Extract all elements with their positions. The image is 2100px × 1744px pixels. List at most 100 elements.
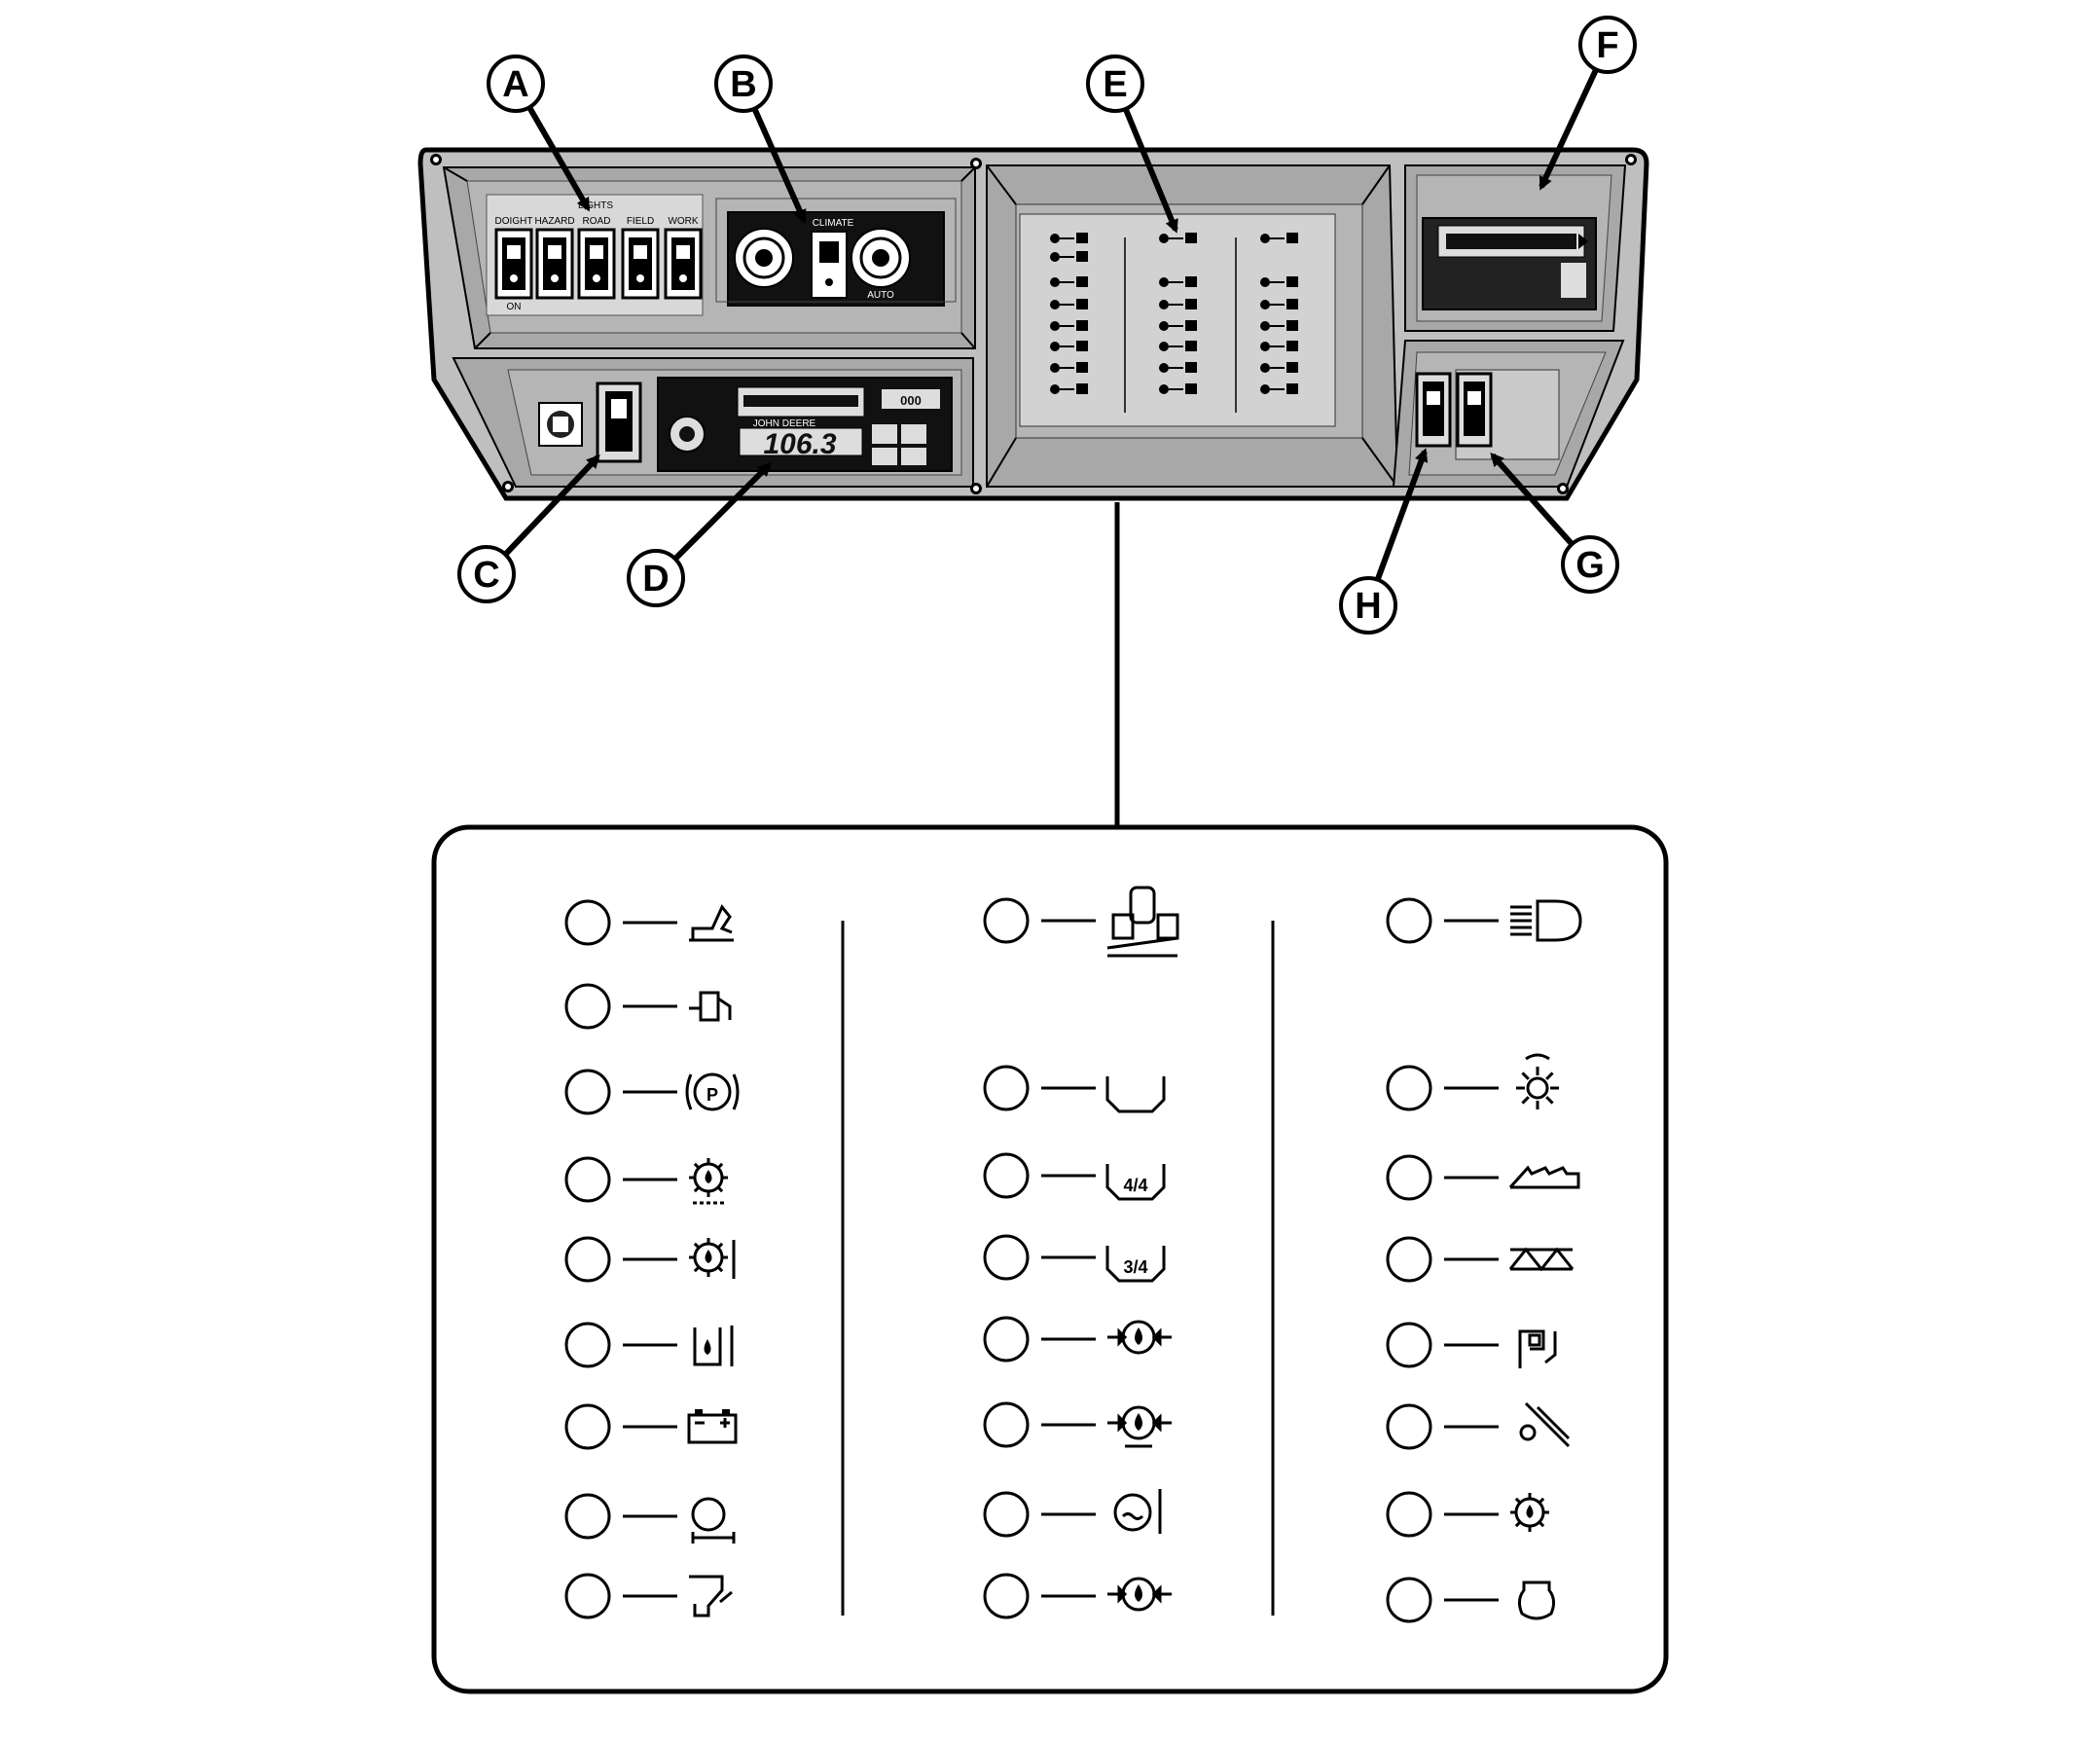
light-switch-4[interactable]	[664, 228, 703, 300]
mini-indicator-2-3	[1260, 320, 1298, 331]
svg-text:3/4: 3/4	[1123, 1257, 1147, 1277]
indicator-row-left-3	[564, 1156, 728, 1205]
indicator-row-left-2: P	[564, 1069, 740, 1115]
light-switch-0[interactable]	[494, 228, 533, 300]
unloading-auger-icon	[1518, 1329, 1557, 1368]
mini-indicator-0-2	[1050, 276, 1088, 287]
callout-d: D	[627, 462, 772, 607]
radio-preset: 000	[900, 393, 922, 408]
header-height-icon	[1508, 1165, 1580, 1189]
indicator-lamp	[983, 1065, 1030, 1111]
indicator-row-right-1	[1386, 1053, 1559, 1111]
engine-air-filter-icon	[691, 1497, 736, 1544]
mini-indicator-1-6	[1159, 383, 1197, 394]
indicator-row-left-7	[564, 1493, 736, 1544]
storage-module[interactable]	[1422, 217, 1597, 310]
service-tool-icon	[1519, 1401, 1571, 1448]
indicator-row-left-8	[564, 1573, 733, 1619]
mini-indicator-2-4	[1260, 341, 1298, 351]
mirror-switch-h[interactable]	[1415, 372, 1452, 448]
mini-indicator-1-4	[1159, 341, 1197, 351]
grain-tank-3-4-icon: 3/4	[1105, 1246, 1166, 1283]
indicator-lamp	[1386, 1065, 1432, 1111]
indicator-lamp	[983, 1491, 1030, 1538]
indicator-row-right-5	[1386, 1401, 1571, 1450]
indicator-row-left-5	[564, 1322, 734, 1368]
engine-oil-temp-icon	[689, 1238, 736, 1279]
indicator-row-middle-4: 3/4	[983, 1234, 1166, 1283]
park-brake-icon: P	[685, 1072, 740, 1111]
mini-indicator-0-6	[1050, 362, 1088, 373]
indicator-row-middle-6	[983, 1401, 1172, 1448]
battery-icon	[687, 1409, 738, 1444]
climate-control-block[interactable]: CLIMATE AUTO	[715, 198, 957, 307]
indicator-row-left-1	[564, 983, 732, 1030]
coolant-level-icon	[1105, 1076, 1166, 1113]
mini-indicator-2-2	[1260, 299, 1298, 309]
mirror-switch-g[interactable]	[1456, 372, 1493, 448]
mini-indicator-1-3	[1159, 320, 1197, 331]
switch-label-1: HAZARD	[534, 216, 574, 227]
warning-light-bezel	[986, 164, 1399, 488]
radio-display	[739, 427, 863, 456]
mini-indicator-2-0	[1260, 233, 1298, 243]
svg-text:106.3: 106.3	[763, 428, 836, 460]
indicator-row-middle-8	[983, 1573, 1172, 1619]
mini-indicator-2-5	[1260, 362, 1298, 373]
indicator-lamp	[1386, 1236, 1432, 1283]
callout-label-d: D	[642, 559, 669, 600]
light-switch-3[interactable]	[621, 228, 660, 300]
callout-e: E	[1086, 54, 1178, 234]
indicator-lamp	[564, 1322, 611, 1368]
auto-label: AUTO	[867, 290, 894, 301]
indicator-row-right-0	[1386, 897, 1582, 944]
engine-speed-icon	[1510, 1493, 1549, 1532]
light-switch-2[interactable]	[577, 228, 616, 300]
indicator-lamp	[1386, 1577, 1432, 1623]
indicator-lamp	[564, 1403, 611, 1450]
mini-indicator-2-1	[1260, 276, 1298, 287]
indicator-row-middle-3: 4/4	[983, 1152, 1166, 1201]
indicator-lamp	[564, 983, 611, 1030]
switch-label-4: WORK	[668, 216, 698, 227]
callout-label-f: F	[1596, 25, 1618, 66]
mirror-control[interactable]	[538, 402, 583, 447]
indicator-row-middle-0	[983, 886, 1179, 958]
hydraulic-oil-temp-icon	[693, 1326, 734, 1366]
indicator-lamp	[983, 1152, 1030, 1199]
engine-oil-pressure-low-icon	[1107, 1405, 1172, 1448]
indicator-row-right-2	[1386, 1154, 1580, 1201]
indicator-lamp	[564, 1236, 611, 1283]
indicator-detail-box	[431, 824, 1669, 1694]
callout-label-g: G	[1575, 545, 1605, 586]
feeder-house-icon	[1508, 1247, 1575, 1272]
indicator-lamp	[1386, 1322, 1432, 1368]
mini-indicator-0-3	[1050, 299, 1088, 309]
mini-indicator-0-4	[1050, 320, 1088, 331]
radio-preset-buttons[interactable]	[872, 424, 926, 465]
indicator-row-right-4	[1386, 1322, 1557, 1368]
transmission-oil-filter-icon	[689, 904, 734, 942]
rocker-switch-c[interactable]	[596, 382, 642, 463]
callout-f: F	[1539, 16, 1637, 191]
mini-indicator-1-5	[1159, 362, 1197, 373]
radio-unit[interactable]: 000 106.3 JOHN DEERE	[657, 377, 953, 472]
svg-text:4/4: 4/4	[1123, 1176, 1147, 1195]
indicator-row-middle-7	[983, 1489, 1162, 1538]
callout-label-h: H	[1355, 586, 1381, 627]
engine-oil-pressure-icon	[689, 1158, 728, 1205]
mini-indicator-0-1	[1050, 251, 1088, 262]
panel-screws	[430, 154, 1637, 494]
indicator-row-middle-5	[983, 1316, 1172, 1362]
engine-icon	[1517, 1580, 1556, 1620]
indicator-row-left-0	[564, 899, 734, 946]
indicator-lamp	[564, 899, 611, 946]
indicator-row-middle-2	[983, 1065, 1166, 1113]
rotary-beacon-icon	[1516, 1053, 1559, 1109]
light-switch-1[interactable]	[535, 228, 574, 300]
headlight-high-beam-icon	[1510, 899, 1582, 942]
engine-oil-pressure-arrows-icon	[1107, 1320, 1172, 1355]
hydraulic-oil-filter-icon	[689, 1575, 733, 1617]
